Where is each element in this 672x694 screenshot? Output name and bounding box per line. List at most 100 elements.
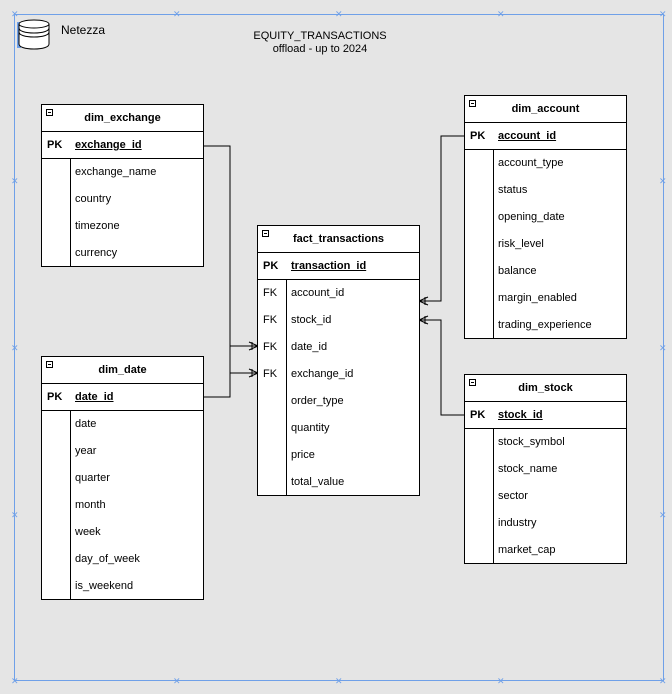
resize-handle-top-center[interactable]: ✕ <box>335 9 343 19</box>
field-row[interactable]: timezone <box>42 213 203 240</box>
field-name: week <box>75 526 101 538</box>
field-row[interactable]: risk_level <box>465 231 626 258</box>
field-row[interactable]: market_cap <box>465 537 626 564</box>
field-row[interactable]: day_of_week <box>42 546 203 573</box>
collapse-icon[interactable] <box>46 109 53 116</box>
entity-header[interactable]: dim_date <box>42 357 203 384</box>
field-name: date_id <box>291 341 328 353</box>
pk-field: exchange_id <box>75 139 142 151</box>
pk-field: stock_id <box>498 409 543 421</box>
collapse-icon[interactable] <box>469 379 476 386</box>
connector-date-to-fact <box>203 345 258 398</box>
diagram-subtitle-text: offload - up to 2024 <box>272 43 368 55</box>
field-row[interactable]: sector <box>465 483 626 510</box>
field-row[interactable]: opening_date <box>465 204 626 231</box>
diagram-title-text: EQUITY_TRANSACTIONS <box>253 30 387 42</box>
field-row[interactable]: balance <box>465 258 626 285</box>
entity-header[interactable]: dim_stock <box>465 375 626 402</box>
field-row[interactable]: stock_name <box>465 456 626 483</box>
resize-handle-left[interactable]: ✕ <box>11 343 19 353</box>
resize-handle-bottom[interactable]: ✕ <box>173 676 181 686</box>
field-name: sector <box>498 490 528 502</box>
field-name: quarter <box>75 472 110 484</box>
fk-label: FK <box>263 314 278 326</box>
resize-handle-right[interactable]: ✕ <box>659 343 667 353</box>
pk-label: PK <box>470 130 486 142</box>
connector-account-to-fact <box>419 135 465 302</box>
field-row[interactable]: account_type <box>465 150 626 177</box>
entity-header[interactable]: fact_transactions <box>258 226 419 253</box>
field-row[interactable]: total_value <box>258 469 419 496</box>
field-row[interactable]: currency <box>42 240 203 267</box>
field-name: date <box>75 418 97 430</box>
pk-row[interactable]: PK exchange_id <box>42 132 203 159</box>
pk-row[interactable]: PK stock_id <box>465 402 626 429</box>
resize-handle-top[interactable]: ✕ <box>173 9 181 19</box>
field-row[interactable]: quantity <box>258 415 419 442</box>
field-name: stock_id <box>291 314 332 326</box>
resize-handle-bottom-center[interactable]: ✕ <box>335 676 343 686</box>
field-name: risk_level <box>498 238 544 250</box>
pk-label: PK <box>470 409 486 421</box>
resize-handle-top-right[interactable]: ✕ <box>659 9 667 19</box>
resize-handle-left-lower[interactable]: ✕ <box>11 510 19 520</box>
field-row[interactable]: order_type <box>258 388 419 415</box>
field-name: timezone <box>75 220 120 232</box>
field-row[interactable]: exchange_name <box>42 159 203 186</box>
field-row[interactable]: date <box>42 411 203 438</box>
field-row[interactable]: price <box>258 442 419 469</box>
entity-dim-account[interactable]: dim_account PK account_id account_type s… <box>464 95 627 339</box>
entity-dim-date[interactable]: dim_date PK date_id date year quarter mo… <box>41 356 204 600</box>
field-name: exchange_id <box>291 368 354 380</box>
field-name: currency <box>75 247 118 259</box>
field-row[interactable]: stock_symbol <box>465 429 626 456</box>
pk-label: PK <box>47 391 63 403</box>
entity-header[interactable]: dim_exchange <box>42 105 203 132</box>
field-row[interactable]: trading_experience <box>465 312 626 339</box>
resize-handle-top-left[interactable]: ✕ <box>11 9 19 19</box>
field-row[interactable]: country <box>42 186 203 213</box>
field-list: account_type status opening_date risk_le… <box>465 150 626 339</box>
resize-handle-top-right-mid[interactable]: ✕ <box>497 9 505 19</box>
pk-row[interactable]: PK date_id <box>42 384 203 411</box>
resize-handle-left-upper[interactable]: ✕ <box>11 176 19 186</box>
field-list: exchange_name country timezone currency <box>42 159 203 267</box>
pk-row[interactable]: PK account_id <box>465 123 626 150</box>
field-name: stock_symbol <box>498 436 565 448</box>
field-row[interactable]: month <box>42 492 203 519</box>
selection-frame[interactable] <box>14 14 664 681</box>
field-name: margin_enabled <box>498 292 577 304</box>
resize-handle-bottom-right[interactable]: ✕ <box>659 676 667 686</box>
pk-label: PK <box>47 139 63 151</box>
connector-stock-to-fact <box>419 319 465 416</box>
resize-handle-right-upper[interactable]: ✕ <box>659 176 667 186</box>
field-name: is_weekend <box>75 580 134 592</box>
resize-handle-right-lower[interactable]: ✕ <box>659 510 667 520</box>
field-name: opening_date <box>498 211 565 223</box>
field-row[interactable]: margin_enabled <box>465 285 626 312</box>
field-row[interactable]: year <box>42 438 203 465</box>
collapse-icon[interactable] <box>46 361 53 368</box>
resize-handle-bottom-right-mid[interactable]: ✕ <box>497 676 505 686</box>
field-row[interactable]: status <box>465 177 626 204</box>
entity-dim-exchange[interactable]: dim_exchange PK exchange_id exchange_nam… <box>41 104 204 267</box>
database-cylinder-icon[interactable] <box>16 18 52 52</box>
pk-row[interactable]: PK transaction_id <box>258 253 419 280</box>
field-row[interactable]: quarter <box>42 465 203 492</box>
entity-dim-stock[interactable]: dim_stock PK stock_id stock_symbol stock… <box>464 374 627 564</box>
field-list: date year quarter month week day_of_week… <box>42 411 203 600</box>
entity-header[interactable]: dim_account <box>465 96 626 123</box>
field-row[interactable]: is_weekend <box>42 573 203 600</box>
field-row[interactable]: FK stock_id <box>258 307 419 334</box>
collapse-icon[interactable] <box>262 230 269 237</box>
resize-handle-bottom-left[interactable]: ✕ <box>11 676 19 686</box>
collapse-icon[interactable] <box>469 100 476 107</box>
field-row[interactable]: industry <box>465 510 626 537</box>
field-name: year <box>75 445 97 457</box>
field-row[interactable]: week <box>42 519 203 546</box>
